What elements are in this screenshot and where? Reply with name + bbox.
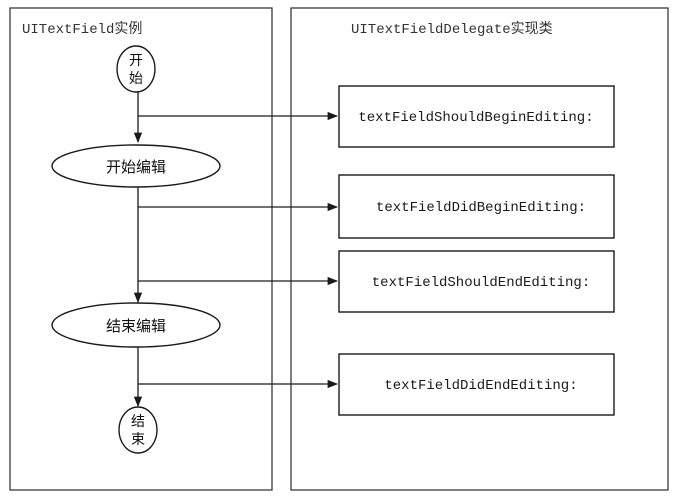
end-label-line1: 结	[131, 414, 145, 430]
right-panel-title: UITextFieldDelegate实现类	[351, 21, 553, 38]
method-box-did-end-frame	[338, 353, 615, 416]
end-editing-label: 结束编辑	[106, 317, 166, 335]
method-box-did-begin-frame	[338, 174, 615, 239]
left-panel-title: UITextField实例	[22, 21, 142, 38]
start-label-line1: 开	[129, 53, 143, 69]
begin-editing-label: 开始编辑	[106, 158, 166, 176]
start-node: 开 始	[116, 45, 156, 93]
start-circle	[116, 45, 156, 93]
right-panel: UITextFieldDelegate实现类	[290, 7, 669, 491]
begin-editing-node: 开始编辑	[51, 144, 221, 188]
end-editing-ellipse	[51, 302, 221, 348]
method-box-should-end-frame	[338, 250, 615, 313]
begin-editing-ellipse	[51, 144, 221, 188]
end-label-line2: 束	[131, 432, 145, 448]
method-box-should-end: textFieldShouldEndEditing:	[338, 250, 615, 313]
method-box-did-end: textFieldDidEndEditing:	[338, 353, 615, 416]
method-box-did-begin: textFieldDidBeginEditing:	[338, 174, 615, 239]
method-did-end-label: textFieldDidEndEditing:	[384, 378, 577, 394]
method-should-end-label: textFieldShouldEndEditing:	[372, 275, 590, 291]
end-circle	[118, 406, 158, 454]
right-panel-frame	[290, 7, 669, 491]
left-panel: UITextField实例	[9, 7, 273, 491]
end-node: 结 束	[118, 406, 158, 454]
end-editing-node: 结束编辑	[51, 302, 221, 348]
method-box-should-begin: textFieldShouldBeginEditing:	[338, 85, 615, 148]
method-should-begin-label: textFieldShouldBeginEditing:	[358, 110, 593, 126]
method-did-begin-label: textFieldDidBeginEditing:	[376, 200, 586, 216]
left-panel-frame	[9, 7, 273, 491]
start-label-line2: 始	[129, 71, 143, 87]
method-box-should-begin-frame	[338, 85, 615, 148]
